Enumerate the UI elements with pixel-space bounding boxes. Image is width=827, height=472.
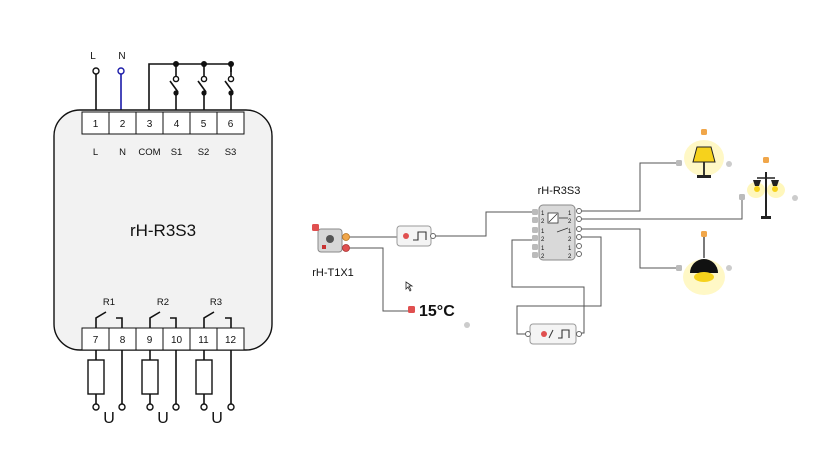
table-lamp-icon xyxy=(692,146,716,163)
load-1 xyxy=(87,359,105,395)
load-symbol-3: U xyxy=(211,410,223,427)
sensor-output-port-1[interactable] xyxy=(342,233,350,241)
terminal-label-l: L xyxy=(93,147,98,158)
terminal-1: 1 xyxy=(93,119,99,130)
load-2 xyxy=(141,359,159,395)
svg-text:1: 1 xyxy=(568,229,572,235)
sensor-input-port[interactable] xyxy=(312,224,319,231)
pendant-lamp[interactable] xyxy=(676,231,732,295)
terminal-4: 4 xyxy=(174,119,180,130)
svg-text:2: 2 xyxy=(568,219,572,225)
temperature-value: 15°C xyxy=(419,303,455,320)
relay-module-label: rH-R3S3 xyxy=(538,185,581,197)
svg-text:2: 2 xyxy=(541,237,545,243)
terminal-8: 8 xyxy=(120,335,126,346)
terminal-6: 6 xyxy=(228,119,234,130)
flow-diagram: rH-T1X1 15°C rH-R3S3 1 2 1 2 1 xyxy=(312,129,798,345)
flow-wires xyxy=(346,162,743,335)
svg-text:2: 2 xyxy=(568,237,572,243)
relay-label-r3: R3 xyxy=(210,297,222,308)
terminal-9: 9 xyxy=(147,335,153,346)
svg-text:1: 1 xyxy=(541,211,545,217)
cursor-icon xyxy=(405,281,414,292)
svg-text:2: 2 xyxy=(541,254,545,260)
relay-label-r2: R2 xyxy=(157,297,169,308)
terminal-10: 10 xyxy=(171,335,183,346)
load-3 xyxy=(195,359,213,395)
terminal-label-s3: S3 xyxy=(225,147,237,158)
sensor-label: rH-T1X1 xyxy=(312,267,354,279)
temperature-input-port[interactable] xyxy=(408,306,415,313)
supply-wiring: L N xyxy=(90,51,235,112)
switch-s1 xyxy=(169,64,180,112)
terminal-label-n: N xyxy=(119,147,126,158)
relay-contacts: R1 R2 R3 xyxy=(95,297,232,328)
terminal-label-com: COM xyxy=(138,147,160,158)
svg-text:2: 2 xyxy=(568,254,572,260)
pulse-icon xyxy=(558,329,570,339)
logic-block[interactable] xyxy=(525,323,582,345)
square-wave-icon xyxy=(413,231,427,241)
terminal-7: 7 xyxy=(93,335,99,346)
table-lamp[interactable] xyxy=(676,129,732,178)
top-terminal-block: 1 2 3 4 5 6 L N COM S1 S2 S3 xyxy=(81,111,245,158)
wire-label-n: N xyxy=(118,51,125,62)
temperature-readout[interactable]: 15°C xyxy=(408,303,470,328)
terminal-2: 2 xyxy=(120,119,126,130)
sensor-output-port-2[interactable] xyxy=(342,244,350,252)
switch-s3 xyxy=(224,64,235,112)
threshold-output-port[interactable] xyxy=(430,233,436,239)
thermometer-icon xyxy=(326,235,334,243)
terminal-label-s1: S1 xyxy=(171,147,183,158)
relay-label-r1: R1 xyxy=(103,297,115,308)
relay-module-block[interactable]: rH-R3S3 1 2 1 2 1 2 1 2 1 2 1 2 xyxy=(532,185,582,261)
svg-text:1: 1 xyxy=(541,229,545,235)
terminal-3: 3 xyxy=(147,119,153,130)
street-lamp[interactable] xyxy=(739,157,798,219)
load-symbol-2: U xyxy=(157,410,169,427)
terminal-11: 11 xyxy=(198,335,209,346)
threshold-block[interactable] xyxy=(396,225,436,247)
load-wiring: U U U xyxy=(87,350,235,427)
sensor-block[interactable]: rH-T1X1 xyxy=(312,224,354,279)
svg-text:1: 1 xyxy=(568,246,572,252)
switch-s2 xyxy=(197,64,208,112)
left-device-diagram: L N xyxy=(53,51,273,427)
terminal-5: 5 xyxy=(201,119,207,130)
svg-text:1: 1 xyxy=(568,211,572,217)
load-symbol-1: U xyxy=(103,410,115,427)
pendant-lamp-icon xyxy=(690,259,718,273)
svg-text:1: 1 xyxy=(541,246,545,252)
svg-text:2: 2 xyxy=(541,219,545,225)
terminal-label-s2: S2 xyxy=(198,147,210,158)
device-name: rH-R3S3 xyxy=(130,221,196,240)
terminal-12: 12 xyxy=(225,335,237,346)
bottom-terminal-block: 7 8 9 10 11 12 xyxy=(81,327,245,351)
wire-label-l: L xyxy=(90,51,96,62)
street-lamp-icon xyxy=(753,180,761,186)
relay-contact-icon xyxy=(556,227,569,233)
